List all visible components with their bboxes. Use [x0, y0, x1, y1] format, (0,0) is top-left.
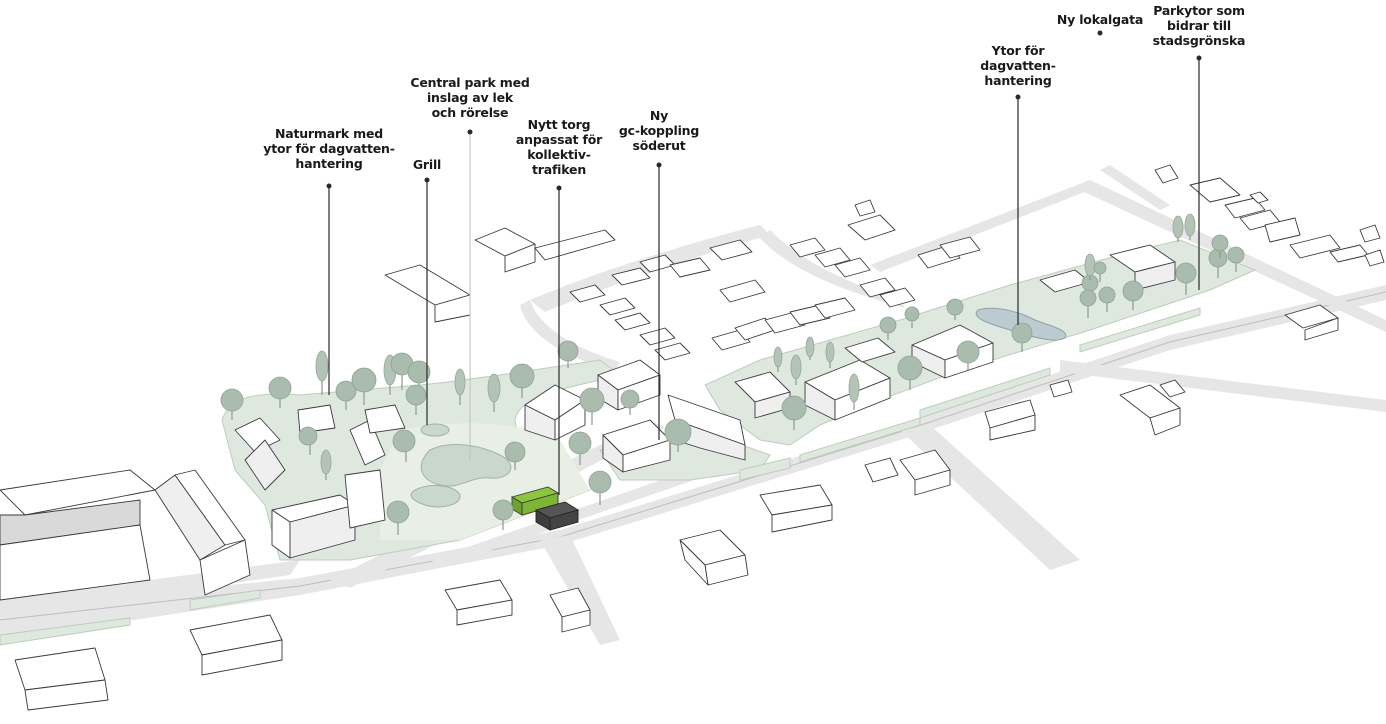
label-line: Ytor för [991, 43, 1045, 58]
label-line: Ny lokalgata [1056, 12, 1144, 27]
label-line: anpassat för [515, 132, 603, 147]
label-line: Nytt torg [527, 117, 591, 132]
label-ytor-dagvatten: Ytor för dagvatten- hantering [968, 43, 1068, 88]
label-ny-gc-koppling: Ny gc-koppling söderut [613, 108, 705, 153]
label-ny-lokalgata: Ny lokalgata [1050, 12, 1150, 27]
label-line: hantering [295, 156, 363, 171]
label-line: och rörelse [431, 105, 509, 120]
label-nytt-torg: Nytt torg anpassat för kollektiv- trafik… [506, 117, 612, 177]
label-line: inslag av lek [426, 90, 514, 105]
label-line: Central park med [410, 75, 530, 90]
trees [220, 213, 1245, 535]
label-line: kollektiv- [527, 147, 591, 162]
label-line: stadsgrönska [1152, 33, 1246, 48]
label-line: hantering [984, 73, 1052, 88]
label-line: Parkytor som [1153, 3, 1245, 18]
label-line: Ny [649, 108, 669, 123]
leader-lines [326, 30, 1202, 495]
label-line: bidrar till [1167, 18, 1231, 33]
buildings [0, 164, 1385, 711]
label-line: trafiken [531, 162, 587, 177]
label-line: Grill [412, 157, 442, 172]
label-line: söderut [632, 138, 686, 153]
label-line: dagvatten- [980, 58, 1056, 73]
label-line: gc-koppling [618, 123, 700, 138]
label-central-park: Central park med inslag av lek och rörel… [405, 75, 535, 120]
label-line: Naturmark med [274, 126, 384, 141]
label-naturmark: Naturmark med ytor för dagvatten- hanter… [253, 126, 405, 171]
label-parkytor: Parkytor som bidrar till stadsgrönska [1143, 3, 1255, 48]
label-line: ytor för dagvatten- [263, 141, 395, 156]
label-grill: Grill [400, 157, 454, 172]
